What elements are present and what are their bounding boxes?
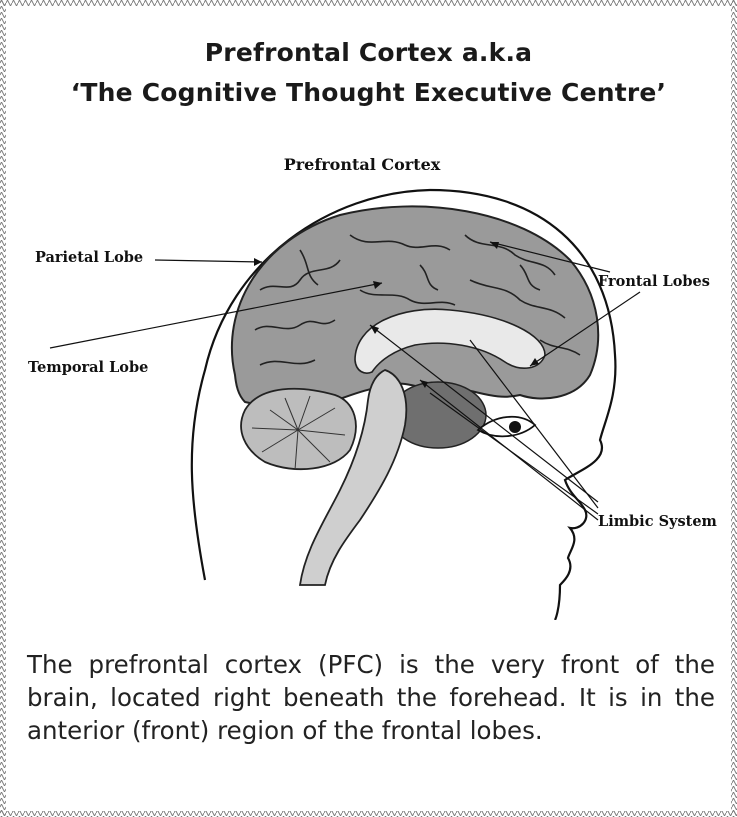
cerebrum	[232, 206, 598, 404]
title-line-1: Prefrontal Cortex a.k.a	[0, 38, 737, 67]
description-paragraph: The prefrontal cortex (PFC) is the very …	[27, 648, 715, 747]
pointer-parietal	[155, 260, 262, 262]
title-line-2: ‘The Cognitive Thought Executive Centre’	[0, 78, 737, 107]
label-limbic-system: Limbic System	[598, 513, 718, 530]
brain-diagram: Prefrontal Cortex	[0, 140, 737, 620]
eye-pupil	[509, 421, 521, 433]
diagram-heading: Prefrontal Cortex	[284, 155, 441, 174]
label-parietal-lobe: Parietal Lobe	[35, 249, 143, 266]
label-frontal-lobes: Frontal Lobes	[598, 273, 710, 290]
label-temporal-lobe: Temporal Lobe	[28, 359, 148, 376]
